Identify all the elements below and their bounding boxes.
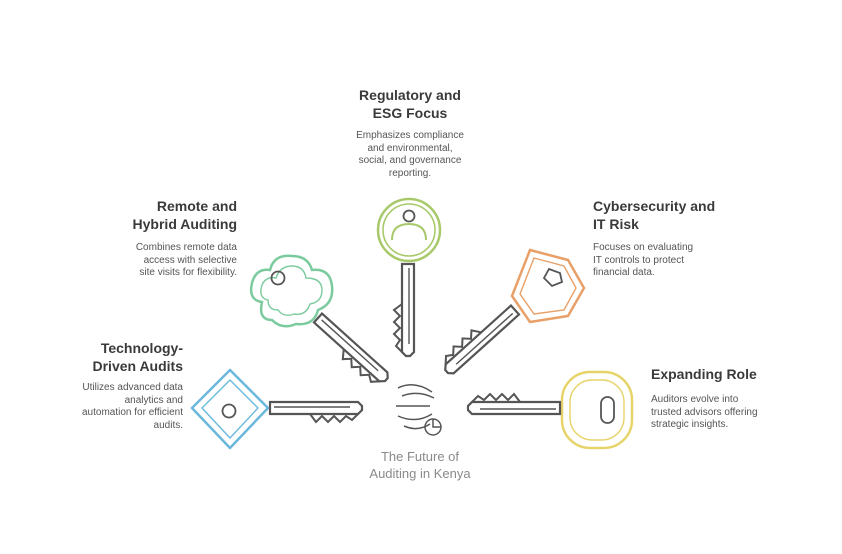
- expanding-role-desc-line: trusted advisors offering: [651, 406, 758, 418]
- expanding-role-desc-line: Auditors evolve into: [651, 394, 739, 405]
- technology-title-line1: Technology-: [100, 340, 183, 356]
- cyber-title-line1: Cybersecurity and: [593, 198, 716, 214]
- esg-title-line2: ESG Focus: [372, 105, 448, 121]
- expanding-role-title-line1: Expanding Role: [651, 366, 757, 382]
- esg-title: Regulatory and ESG Focus: [345, 86, 475, 122]
- center-label-line1: The Future of: [380, 449, 460, 464]
- remote-title: Remote and Hybrid Auditing: [80, 197, 237, 233]
- technology-desc-line: Utilizes advanced data: [82, 382, 183, 393]
- esg-key-icon: [376, 197, 442, 358]
- esg-desc-line: social, and governance: [358, 155, 462, 166]
- center-label-line2: Auditing in Kenya: [369, 466, 471, 481]
- technology-desc-line: automation for efficient: [82, 407, 183, 418]
- remote-key-icon: [249, 254, 392, 392]
- technology-desc-line: audits.: [153, 419, 183, 431]
- remote-desc-line: Combines remote data: [135, 242, 237, 253]
- remote-desc-line: site visits for flexibility.: [139, 267, 237, 278]
- cyber-desc-line: IT controls to protect: [593, 254, 684, 266]
- remote-title-line1: Remote and: [156, 198, 237, 214]
- technology-desc-line: analytics and: [124, 394, 183, 406]
- remote-description: Combines remote data access with selecti…: [87, 242, 237, 280]
- esg-desc-line: reporting.: [388, 167, 432, 179]
- esg-desc-line: Emphasizes compliance: [356, 130, 464, 141]
- expanding-role-key-icon: [466, 370, 634, 450]
- cyber-desc-line: Focuses on evaluating: [593, 242, 694, 253]
- technology-description: Utilizes advanced data analytics and aut…: [40, 382, 183, 432]
- cyber-title: Cybersecurity and IT Risk: [593, 197, 753, 233]
- esg-description: Emphasizes compliance and environmental,…: [335, 130, 485, 180]
- remote-title-line2: Hybrid Auditing: [132, 216, 237, 232]
- technology-title: Technology- Driven Audits: [50, 339, 184, 375]
- expanding-role-title: Expanding Role: [651, 365, 811, 383]
- center-label: The Future of Auditing in Kenya: [340, 448, 500, 482]
- technology-key-icon: [190, 368, 364, 450]
- center-motif-icon: [396, 384, 442, 436]
- remote-desc-line: access with selective: [143, 254, 237, 266]
- expanding-role-description: Auditors evolve into trusted advisors of…: [651, 394, 811, 432]
- cyber-desc-line: financial data.: [593, 267, 655, 278]
- expanding-role-desc-line: strategic insights.: [651, 419, 729, 430]
- cyber-key-icon: [436, 248, 586, 378]
- technology-title-line2: Driven Audits: [92, 358, 184, 374]
- esg-desc-line: and environmental,: [367, 142, 453, 154]
- cyber-description: Focuses on evaluating IT controls to pro…: [593, 242, 743, 280]
- esg-title-line1: Regulatory and: [359, 87, 461, 103]
- cyber-title-line2: IT Risk: [593, 216, 639, 232]
